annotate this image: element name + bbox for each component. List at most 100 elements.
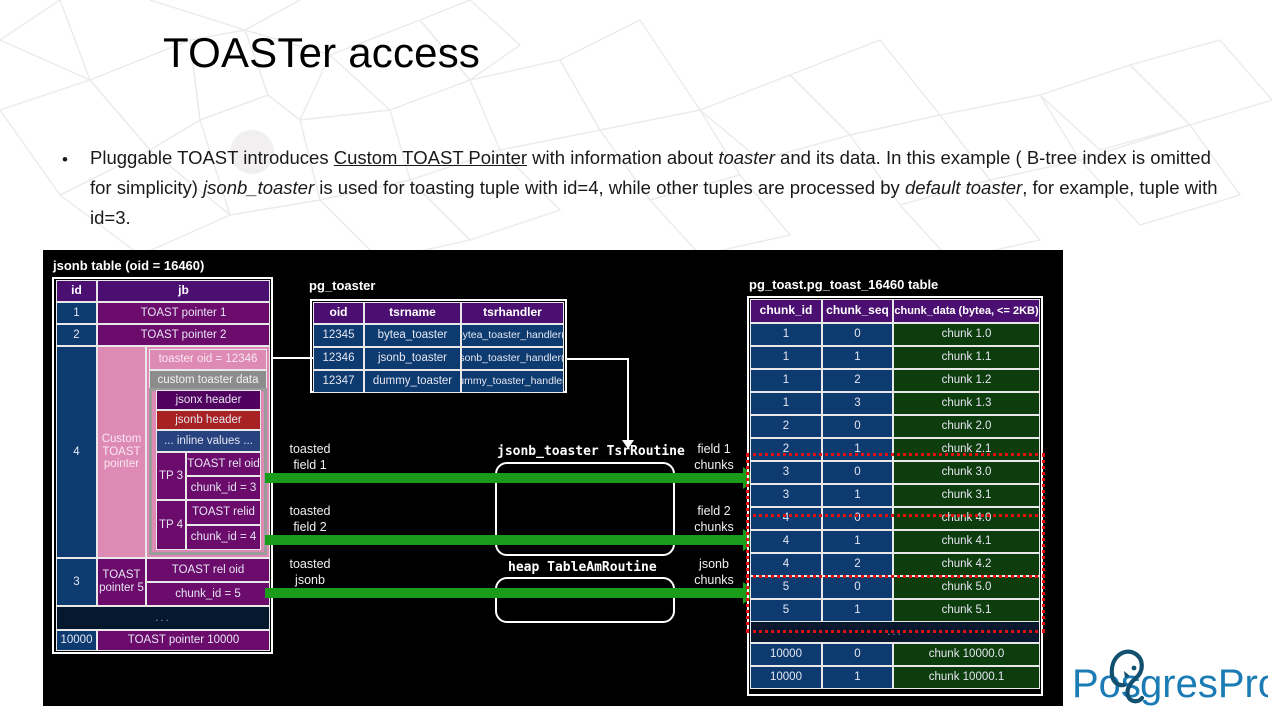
jsonb-row2-jb: TOAST pointer 2 [97, 324, 270, 346]
jsonb-row3-rel-oid: TOAST rel oid [146, 558, 270, 582]
tp3-toast-rel-oid: TOAST rel oid [186, 452, 261, 476]
jsonb-header-cell: jsonb header [156, 410, 261, 430]
pg-toast-row-chunk-data: chunk 3.0 [893, 461, 1040, 484]
pg-toast-tail0-chunk-data: chunk 10000.0 [893, 643, 1040, 666]
tp3-label: TP 3 [156, 452, 186, 500]
pg-toast-row-chunk-seq: 3 [822, 392, 893, 415]
pg-toast-row-chunk-seq: 0 [822, 323, 893, 346]
pg-toast-row-chunk-seq: 0 [822, 507, 893, 530]
pg-toast-tail0-chunk-seq: 0 [822, 643, 893, 666]
pg-toast-row-chunk-id: 1 [750, 369, 822, 392]
pg-toast-row-chunk-id: 2 [750, 415, 822, 438]
pg-toaster-caption: pg_toaster [309, 278, 376, 293]
field-1-chunks-text: field 1 chunks [694, 442, 734, 472]
jsonb-row4-id: 4 [56, 346, 97, 558]
pg-toast-row-chunk-data: chunk 1.1 [893, 346, 1040, 369]
paragraph-italic-toaster: toaster [718, 147, 775, 168]
pg-toast-row-chunk-data: chunk 1.2 [893, 369, 1040, 392]
pg-toaster-row2-tsrname: dummy_toaster [364, 370, 461, 393]
pg-toaster-row0-tsrhandler: bytea_toaster_handler() [461, 324, 564, 347]
pg-toast-row-chunk-id: 4 [750, 507, 822, 530]
pg-toast-col-chunk-data: chunk_data (bytea, <= 2KB) [893, 299, 1040, 323]
toasted-jsonb-text: toasted jsonb [289, 557, 331, 587]
pg-toaster-col-tsrhandler: tsrhandler [461, 302, 564, 324]
label-toasted-field-1: toasted field 1 [275, 442, 345, 473]
pg-toaster-row2-oid: 12347 [313, 370, 364, 393]
jsonb-row10000-jb: TOAST pointer 10000 [97, 630, 270, 651]
bullet-marker: • [62, 150, 68, 169]
jsonb-table-frame [52, 277, 273, 654]
pg-toast-row-chunk-id: 1 [750, 346, 822, 369]
paragraph-part-2: with information about [527, 147, 719, 168]
pg-toast-row-chunk-data: chunk 4.1 [893, 530, 1040, 553]
custom-toast-pointer-text: Custom TOAST pointer [101, 433, 142, 471]
pg-toaster-row1-tsrhandler: jsonb_toaster_handler() [461, 347, 564, 370]
arrow-pgtoaster-to-routine-v [627, 358, 629, 440]
toast-pointer-5-text: TOAST pointer 5 [99, 569, 144, 594]
tp4-label: TP 4 [156, 500, 186, 550]
jsonb-row10000-id: 10000 [56, 630, 97, 651]
paragraph-part-4: is used for toasting tuple with id=4, wh… [314, 176, 905, 198]
pg-toast-table-caption: pg_toast.pg_toast_16460 table [749, 277, 939, 292]
tp4-chunk-id: chunk_id = 4 [186, 525, 261, 550]
pg-toaster-row1-oid: 12346 [313, 347, 364, 370]
toaster-oid-cell: toaster oid = 12346 [149, 349, 267, 370]
pg-toast-row-chunk-data: chunk 1.3 [893, 392, 1040, 415]
jsonb-row2-id: 2 [56, 324, 97, 346]
paragraph-part-5: , for example, tuple with id=3. [90, 176, 1218, 228]
toasted-field-1-text: toasted field 1 [289, 442, 331, 472]
highlight-divider-2 [746, 575, 1045, 578]
pg-toast-row-chunk-id: 1 [750, 392, 822, 415]
jsonb-toaster-tsrroutine-box [495, 462, 675, 556]
pg-toast-row-chunk-id: 1 [750, 323, 822, 346]
pg-toast-row-chunk-data: chunk 3.1 [893, 484, 1040, 507]
jsonx-header-cell: jsonx header [156, 390, 261, 410]
highlight-divider-1 [746, 514, 1045, 517]
arrow-pgtoaster-to-routine-h [567, 358, 629, 360]
pg-toast-row-chunk-id: 4 [750, 530, 822, 553]
pg-toaster-col-oid: oid [313, 302, 364, 324]
label-field-1-chunks: field 1 chunks [683, 442, 745, 473]
jsonb-row3-id: 3 [56, 558, 97, 606]
pg-toast-row-chunk-seq: 1 [822, 530, 893, 553]
pg-toast-row-chunk-seq: 1 [822, 346, 893, 369]
pg-toaster-col-tsrname: tsrname [364, 302, 461, 324]
pg-toast-row-chunk-seq: 0 [822, 415, 893, 438]
jsonb-chunks-text: jsonb chunks [694, 557, 734, 587]
heap-tableamroutine-title: heap TableAmRoutine [508, 560, 657, 575]
jsonb-table-caption: jsonb table (oid = 16460) [53, 258, 205, 273]
custom-toaster-data-container [149, 388, 267, 555]
pg-toast-row-chunk-seq: 1 [822, 599, 893, 622]
pg-toast-row-chunk-data: chunk 1.0 [893, 323, 1040, 346]
diagram-panel: jsonb table (oid = 16460) id jb 1 TOAST … [43, 250, 1063, 706]
pg-toast-row-chunk-seq: 2 [822, 369, 893, 392]
jsonb-ellipsis-row: ... [56, 606, 270, 630]
label-field-2-chunks: field 2 chunks [683, 504, 745, 535]
arrow-pgtoaster-to-routine-head [622, 440, 634, 449]
jsonb-row3-pointer-label: TOAST pointer 5 [97, 558, 146, 606]
label-toasted-field-2: toasted field 2 [275, 504, 345, 535]
paragraph-italic-default-toaster: default toaster [904, 176, 1023, 198]
pg-toaster-row2-tsrhandler: dummy_toaster_handler() [461, 370, 564, 393]
jsonb-row4-custom-pointer-label: Custom TOAST pointer [97, 346, 146, 558]
jsonb-row1-id: 1 [56, 302, 97, 324]
paragraph-part-1: Pluggable TOAST introduces [90, 147, 334, 168]
green-arrow-field2 [265, 535, 745, 545]
page-title: TOASTer access [163, 29, 481, 76]
pg-toast-tail1-chunk-id: 10000 [750, 666, 822, 689]
pg-toast-row-chunk-data: chunk 4.2 [893, 553, 1040, 576]
toasted-field-2-text: toasted field 2 [289, 504, 331, 534]
pg-toaster-row0-tsrname: bytea_toaster [364, 324, 461, 347]
jsonb-col-id: id [56, 280, 97, 302]
svg-text:gresPro: gresPro [1140, 662, 1268, 706]
pg-toaster-row0-oid: 12345 [313, 324, 364, 347]
postgrespro-logo: Pos gresPro [1072, 649, 1268, 706]
jsonb-row1-jb: TOAST pointer 1 [97, 302, 270, 324]
pg-toast-row-chunk-seq: 0 [822, 461, 893, 484]
jsonb-row3-chunk-id: chunk_id = 5 [146, 582, 270, 606]
label-jsonb-chunks: jsonb chunks [683, 557, 745, 588]
inline-values-cell: ... inline values ... [156, 430, 261, 452]
pg-toast-tail0-chunk-id: 10000 [750, 643, 822, 666]
pg-toast-row-chunk-data: chunk 2.0 [893, 415, 1040, 438]
bullet-paragraph: • Pluggable TOAST introduces Custom TOAS… [62, 143, 1222, 233]
